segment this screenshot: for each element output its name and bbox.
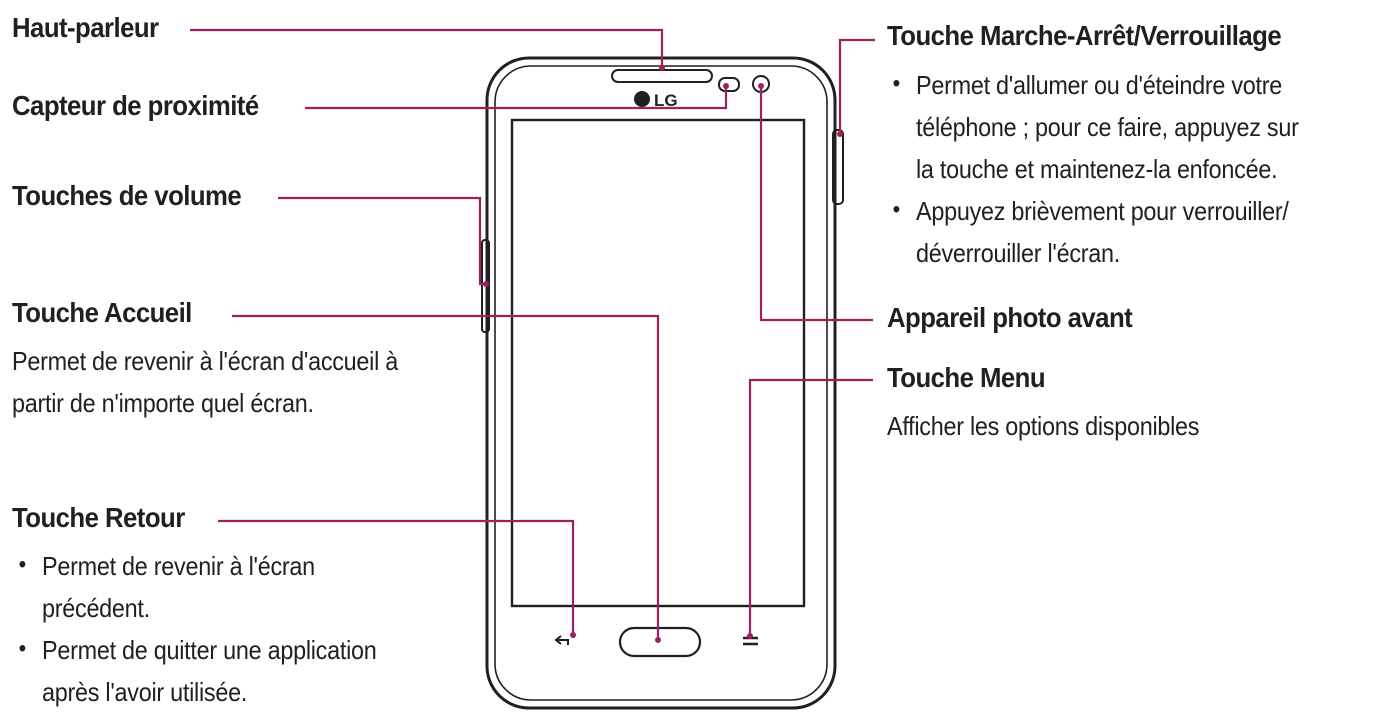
back-bullet-2: • Permet de quitter une application aprè… (19, 629, 377, 713)
back-key-bullets: • Permet de revenir à l'écran précédent.… (19, 545, 377, 713)
home-desc-line-1: Permet de revenir à l'écran d'accueil à (12, 346, 399, 376)
phone-illustration: LG (481, 56, 844, 710)
label-speaker: Haut-parleur (12, 12, 159, 43)
home-desc-line-2: partir de n'importe quel écran. (12, 388, 314, 418)
label-home-key: Touche Accueil (12, 297, 192, 328)
back-bullet-1-line-2: précédent. (42, 593, 150, 623)
power-bullet-1-line-1: Permet d'allumer ou d'éteindre votre (916, 70, 1283, 100)
leader-front-camera (759, 86, 873, 322)
back-key-icon (554, 635, 569, 645)
leader-menu (748, 378, 873, 636)
leader-volume-end (483, 281, 489, 287)
power-key-bullets: • Permet d'allumer ou d'éteindre votre t… (893, 64, 1299, 274)
bullet-icon: • (18, 635, 27, 662)
label-menu-key: Touche Menu (887, 362, 1046, 393)
phone-body-outer (485, 56, 837, 710)
leader-proximity (305, 86, 728, 110)
label-volume-keys: Touches de volume (12, 180, 242, 211)
leader-home-end (655, 637, 661, 643)
leader-power-end (837, 131, 843, 137)
back-bullet-2-line-2: après l'avoir utilisée. (42, 677, 248, 707)
bullet-icon: • (18, 551, 27, 578)
label-back-key: Touche Retour (12, 502, 185, 533)
label-proximity-sensor: Capteur de proximité (12, 90, 259, 121)
volume-keys (481, 239, 490, 333)
lg-logo-icon (634, 91, 650, 107)
back-bullet-2-line-1: Permet de quitter une application (42, 635, 377, 665)
proximity-sensor (718, 77, 740, 92)
leader-volume (278, 196, 486, 286)
back-bullet-1: • Permet de revenir à l'écran précédent. (19, 545, 377, 629)
leader-proximity-end (723, 83, 729, 89)
leader-lines (190, 28, 875, 643)
power-bullet-2-line-2: déverrouiller l'écran. (916, 238, 1121, 268)
leader-power (838, 38, 875, 134)
leader-front-camera-end (758, 83, 764, 89)
label-front-camera: Appareil photo avant (887, 302, 1133, 333)
menu-key-description: Afficher les options disponibles (887, 411, 1200, 441)
leader-home (232, 314, 660, 640)
bullet-icon: • (892, 70, 901, 97)
power-bullet-1-line-2: téléphone ; pour ce faire, appuyez sur (916, 112, 1299, 142)
power-bullet-2-line-1: Appuyez brièvement pour verrouiller/ (916, 196, 1289, 226)
speaker-slot (611, 69, 713, 83)
leader-speaker-end (659, 65, 665, 71)
power-bullet-1-line-3: la touche et maintenez-la enfoncée. (916, 154, 1278, 184)
leader-menu-end (747, 633, 753, 639)
power-bullet-1: • Permet d'allumer ou d'éteindre votre t… (893, 64, 1299, 190)
power-bullet-2: • Appuyez brièvement pour verrouiller/ d… (893, 190, 1299, 274)
bullet-icon: • (892, 196, 901, 223)
power-key (832, 129, 844, 205)
label-power-lock-key: Touche Marche-Arrêt/Verrouillage (887, 20, 1282, 51)
home-key-description: Permet de revenir à l'écran d'accueil à … (12, 340, 398, 424)
leader-speaker (190, 28, 664, 68)
home-button (618, 626, 702, 658)
back-bullet-1-line-1: Permet de revenir à l'écran (42, 551, 315, 581)
leader-back (218, 519, 575, 635)
brand-logo-text: LG (654, 91, 678, 110)
leader-back-end (570, 632, 576, 638)
